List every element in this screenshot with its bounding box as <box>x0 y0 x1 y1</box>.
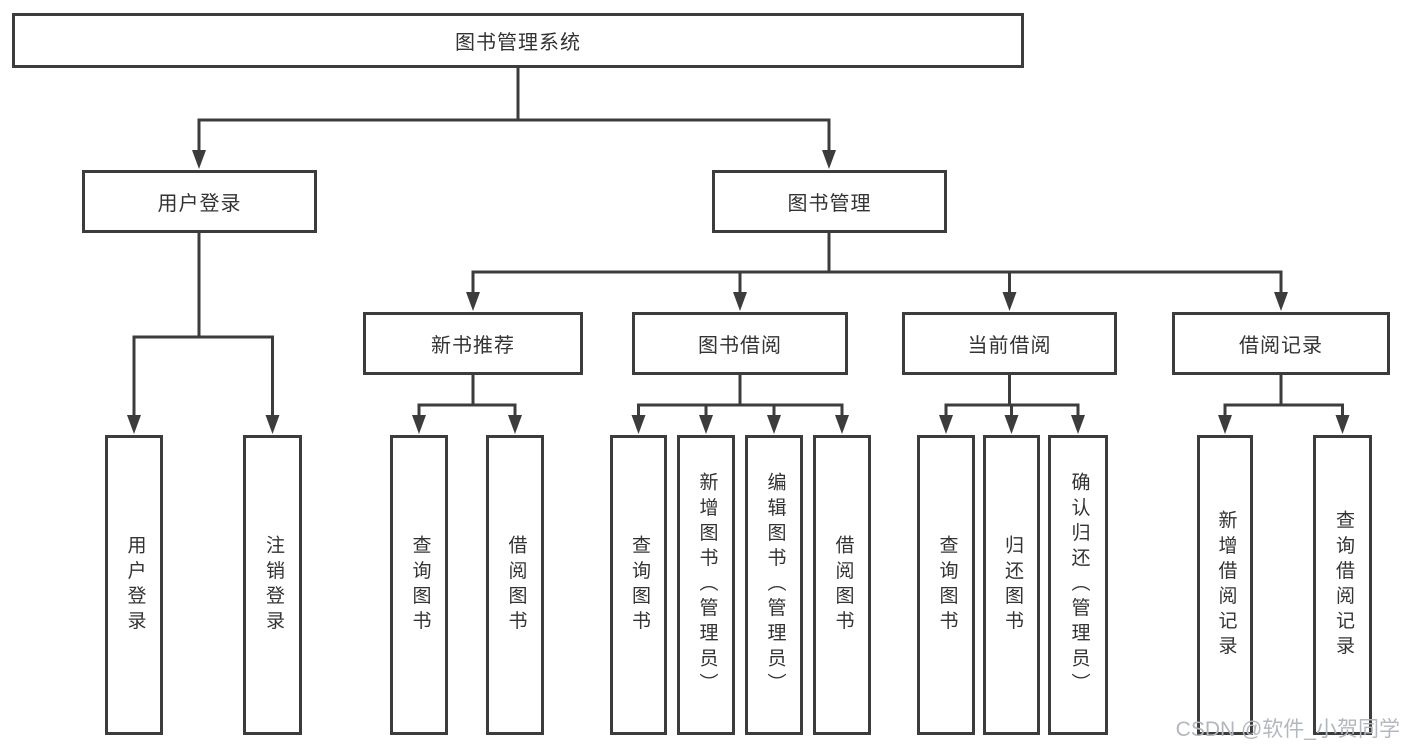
leaf-confirm-return-admin-label: 确认归还（管理员） <box>1068 472 1090 698</box>
node-book-borrowing-label: 图书借阅 <box>698 335 782 357</box>
node-current-borrowing-label: 当前借阅 <box>967 335 1052 357</box>
node-current-borrowing: 当前借阅 <box>902 312 1117 375</box>
node-user-login: 用户登录 <box>82 170 317 233</box>
leaf-return-books-label: 归还图书 <box>1001 534 1023 636</box>
leaf-query-books-recommend-label: 查询图书 <box>409 534 431 636</box>
node-new-book-recommendation: 新书推荐 <box>363 312 583 375</box>
leaf-query-books-borrowing: 查询图书 <box>610 435 667 735</box>
node-borrowing-records-label: 借阅记录 <box>1239 335 1323 357</box>
leaf-query-books-recommend: 查询图书 <box>390 435 448 735</box>
root-node-label: 图书管理系统 <box>455 32 581 54</box>
leaf-query-borrow-record-label: 查询借阅记录 <box>1332 509 1354 661</box>
leaf-user-login-label: 用户登录 <box>124 534 146 636</box>
leaf-return-books: 归还图书 <box>983 435 1040 735</box>
leaf-query-borrow-record: 查询借阅记录 <box>1313 435 1372 735</box>
leaf-borrow-books-recommend-label: 借阅图书 <box>505 534 527 636</box>
node-borrowing-records: 借阅记录 <box>1172 312 1390 375</box>
node-new-book-recommendation-label: 新书推荐 <box>431 335 515 357</box>
leaf-add-borrow-record: 新增借阅记录 <box>1197 435 1253 735</box>
leaf-add-books-admin-label: 新增图书（管理员） <box>696 472 718 698</box>
leaf-logout-label: 注销登录 <box>262 534 284 636</box>
leaf-query-books-current: 查询图书 <box>917 435 975 735</box>
leaf-add-borrow-record-label: 新增借阅记录 <box>1215 509 1237 661</box>
node-book-management: 图书管理 <box>712 170 947 233</box>
csdn-watermark: CSDN @软件_小贺同学 <box>1175 718 1400 741</box>
leaf-borrow-books-recommend: 借阅图书 <box>486 435 544 735</box>
node-user-login-label: 用户登录 <box>157 193 242 215</box>
leaf-logout: 注销登录 <box>243 435 302 735</box>
leaf-borrow-books-borrowing-label: 借阅图书 <box>832 534 854 636</box>
leaf-edit-books-admin-label: 编辑图书（管理员） <box>764 472 786 698</box>
leaf-add-books-admin: 新增图书（管理员） <box>677 435 735 735</box>
leaf-borrow-books-borrowing: 借阅图书 <box>813 435 871 735</box>
node-book-borrowing: 图书借阅 <box>632 312 848 375</box>
leaf-query-books-current-label: 查询图书 <box>936 534 958 636</box>
leaf-confirm-return-admin: 确认归还（管理员） <box>1048 435 1108 735</box>
leaf-query-books-borrowing-label: 查询图书 <box>628 534 650 636</box>
node-book-management-label: 图书管理 <box>787 193 872 215</box>
leaf-edit-books-admin: 编辑图书（管理员） <box>745 435 803 735</box>
leaf-user-login: 用户登录 <box>105 435 163 735</box>
root-node: 图书管理系统 <box>12 13 1024 68</box>
